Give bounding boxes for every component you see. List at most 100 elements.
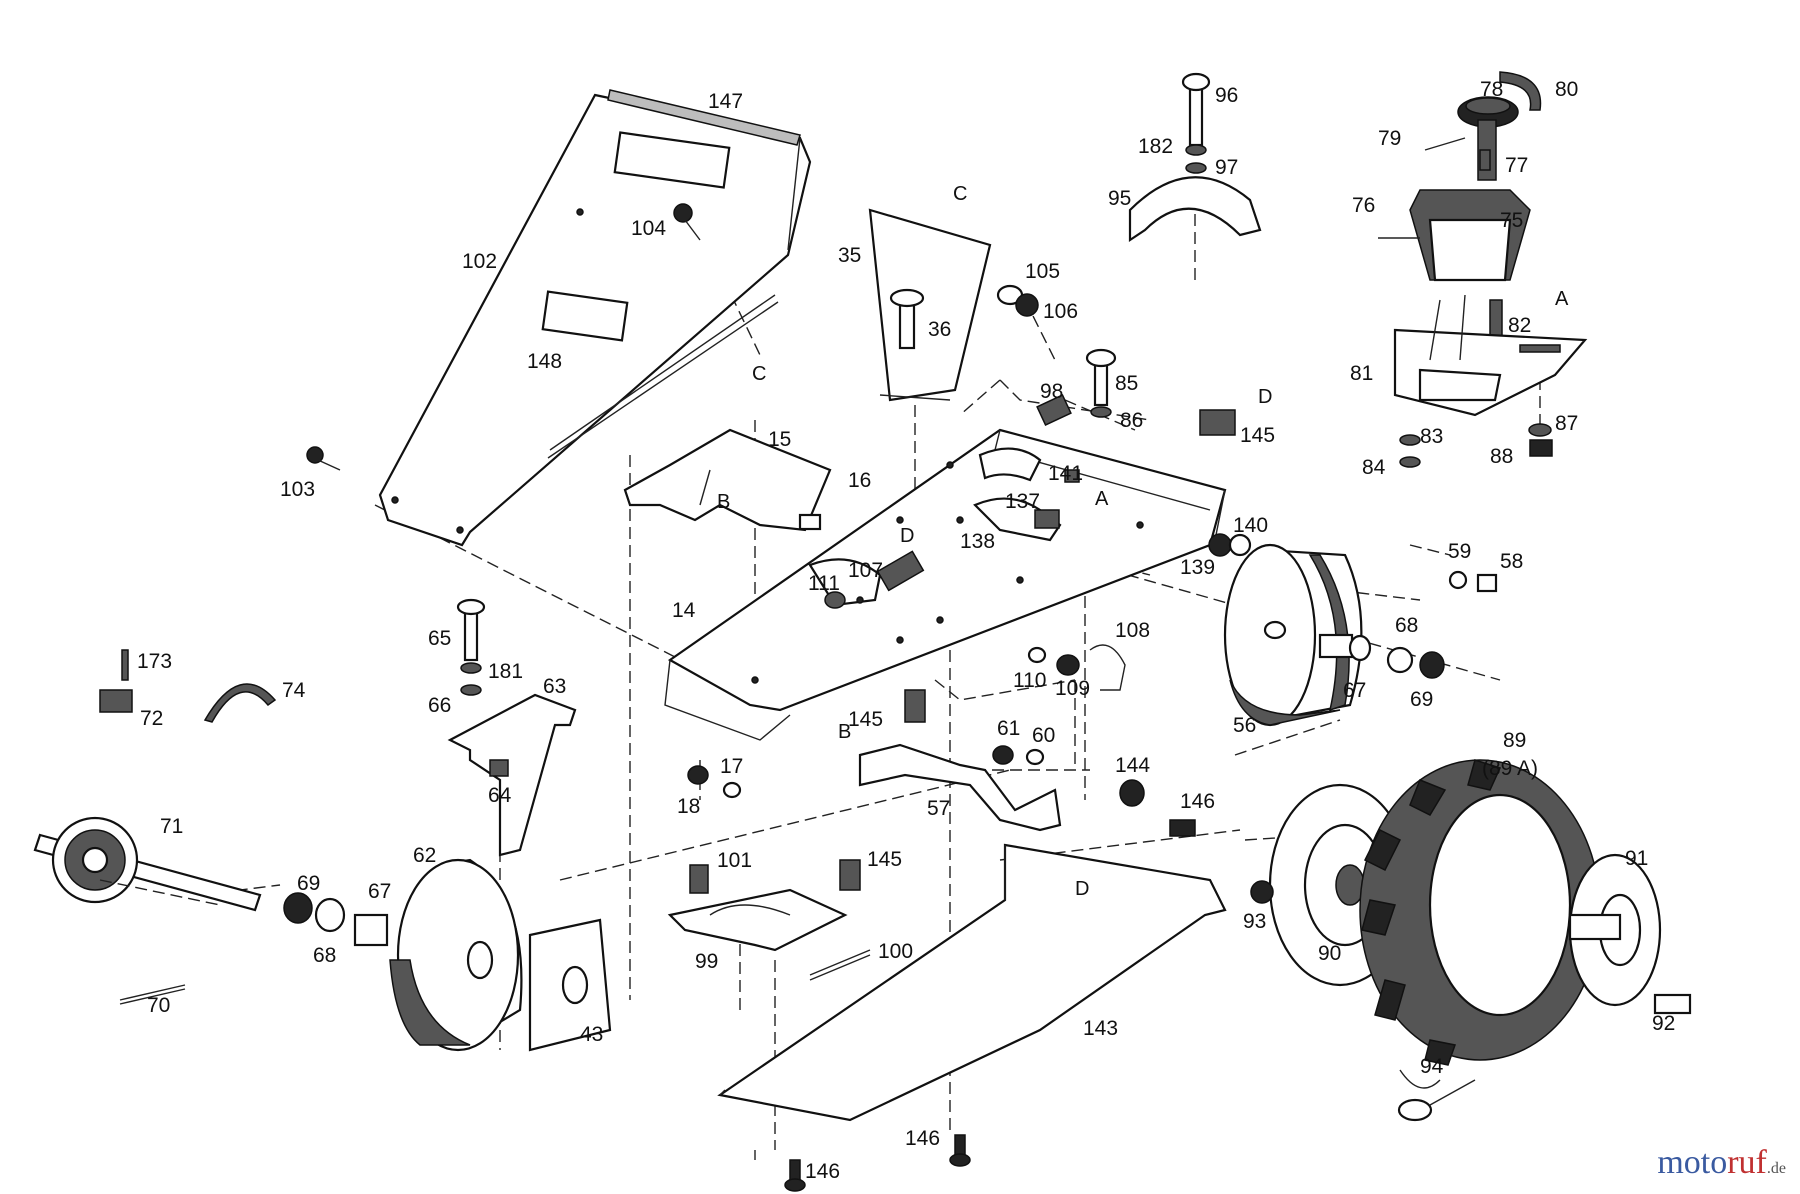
axle-71: [33, 816, 262, 912]
callout-14: 14: [672, 599, 696, 622]
callout-99: 99: [695, 950, 718, 973]
callout-68-left: 68: [313, 944, 336, 967]
callout-96: 96: [1215, 84, 1238, 107]
callout-16: 16: [848, 469, 871, 492]
callout-98: 98: [1040, 380, 1063, 403]
mount-bracket-81: [1393, 294, 1588, 468]
callout-105: 105: [1025, 260, 1060, 283]
callout-69-right: 69: [1410, 688, 1433, 711]
callout-43: 43: [580, 1023, 603, 1046]
callout-140: 140: [1233, 514, 1268, 537]
callout-70: 70: [147, 994, 170, 1017]
callout-145-middle: 145: [848, 708, 883, 731]
callout-57: 57: [927, 797, 950, 820]
callout-97: 97: [1215, 156, 1238, 179]
callout-101: 101: [717, 849, 752, 872]
base-plate-143: [717, 843, 1227, 1122]
callout-15: 15: [768, 428, 791, 451]
callout-82: 82: [1508, 314, 1531, 337]
callout-56: 56: [1233, 714, 1256, 737]
callout-67-left: 67: [368, 880, 391, 903]
callout-80: 80: [1555, 78, 1578, 101]
ref-letter-d-upper: D: [1258, 386, 1272, 408]
main-frame-14: [664, 428, 1227, 741]
callout-90: 90: [1318, 942, 1341, 965]
callout-71: 71: [160, 815, 183, 838]
bracket-63: [447, 598, 577, 857]
callout-92: 92: [1652, 1012, 1675, 1035]
callout-94: 94: [1420, 1055, 1444, 1078]
callout-labels: 147 104 102 148 103 35 36 105 106 96 182…: [137, 78, 1675, 1183]
callout-18: 18: [677, 795, 700, 818]
watermark-logo: motoruf.de: [1657, 1144, 1786, 1181]
callout-79: 79: [1378, 127, 1401, 150]
callout-182: 182: [1138, 135, 1173, 158]
callout-77: 77: [1505, 154, 1528, 177]
callout-144: 144: [1115, 754, 1150, 777]
clamp-95: [1128, 72, 1262, 243]
callout-107: 107: [848, 559, 883, 582]
callout-88: 88: [1490, 445, 1513, 468]
callout-60: 60: [1032, 724, 1055, 747]
ref-letter-a-frame: A: [1095, 488, 1109, 510]
shield-99: [667, 859, 871, 981]
callout-91: 91: [1625, 847, 1648, 870]
callout-67-right: 67: [1343, 679, 1366, 702]
ref-letter-d-mid: D: [900, 525, 914, 547]
callout-147: 147: [708, 90, 743, 113]
hub-91: [1250, 853, 1692, 1122]
strap-57: [858, 743, 1062, 832]
callout-84: 84: [1362, 456, 1386, 479]
callout-83: 83: [1420, 425, 1443, 448]
callout-181: 181: [488, 660, 523, 683]
drum-62: [119, 858, 523, 1052]
callout-66: 66: [428, 694, 451, 717]
callout-103: 103: [280, 478, 315, 501]
callout-106: 106: [1043, 300, 1078, 323]
callout-74: 74: [282, 679, 306, 702]
ref-letter-c-top: C: [953, 183, 967, 205]
callout-138: 138: [960, 530, 995, 553]
callout-35: 35: [838, 244, 861, 267]
callout-65: 65: [428, 627, 451, 650]
bracket-16: [623, 428, 832, 532]
callout-93: 93: [1243, 910, 1266, 933]
callout-109: 109: [1055, 677, 1090, 700]
callout-87: 87: [1555, 412, 1578, 435]
callout-145-upper: 145: [1240, 424, 1275, 447]
callout-59: 59: [1448, 540, 1471, 563]
callout-146-bottom-mid: 146: [905, 1127, 940, 1150]
bracket-35: [868, 208, 992, 402]
ref-letter-b-right: B: [838, 721, 851, 743]
callout-78: 78: [1480, 78, 1503, 101]
callout-72: 72: [140, 707, 163, 730]
gearbox-75: [1378, 71, 1542, 339]
callout-81: 81: [1350, 362, 1373, 385]
callout-58: 58: [1500, 550, 1523, 573]
ref-letter-a-mount: A: [1555, 288, 1569, 310]
callout-110: 110: [1013, 669, 1046, 692]
callout-61: 61: [997, 717, 1020, 740]
callout-85: 85: [1115, 372, 1138, 395]
ref-letter-c-cover: C: [752, 363, 766, 385]
callout-100: 100: [878, 940, 913, 963]
callout-104: 104: [631, 217, 666, 240]
callout-111: 111: [808, 572, 840, 595]
drum-56: [1223, 543, 1498, 727]
reference-letters: C C B B D D D A A: [717, 183, 1569, 900]
callout-69-left: 69: [297, 872, 320, 895]
ref-letter-b-left: B: [717, 491, 730, 513]
callout-89a: (89 A): [1482, 757, 1538, 780]
callout-75: 75: [1500, 209, 1523, 232]
top-cover-102: [378, 89, 812, 547]
fasteners: [306, 203, 1252, 1192]
callout-36: 36: [928, 318, 951, 341]
callout-68-right: 68: [1395, 614, 1418, 637]
callout-148: 148: [527, 350, 562, 373]
callout-64: 64: [488, 784, 512, 807]
callout-173: 173: [137, 650, 172, 673]
plate-43: [528, 918, 612, 1052]
callout-108: 108: [1115, 619, 1150, 642]
callout-102: 102: [462, 250, 497, 273]
